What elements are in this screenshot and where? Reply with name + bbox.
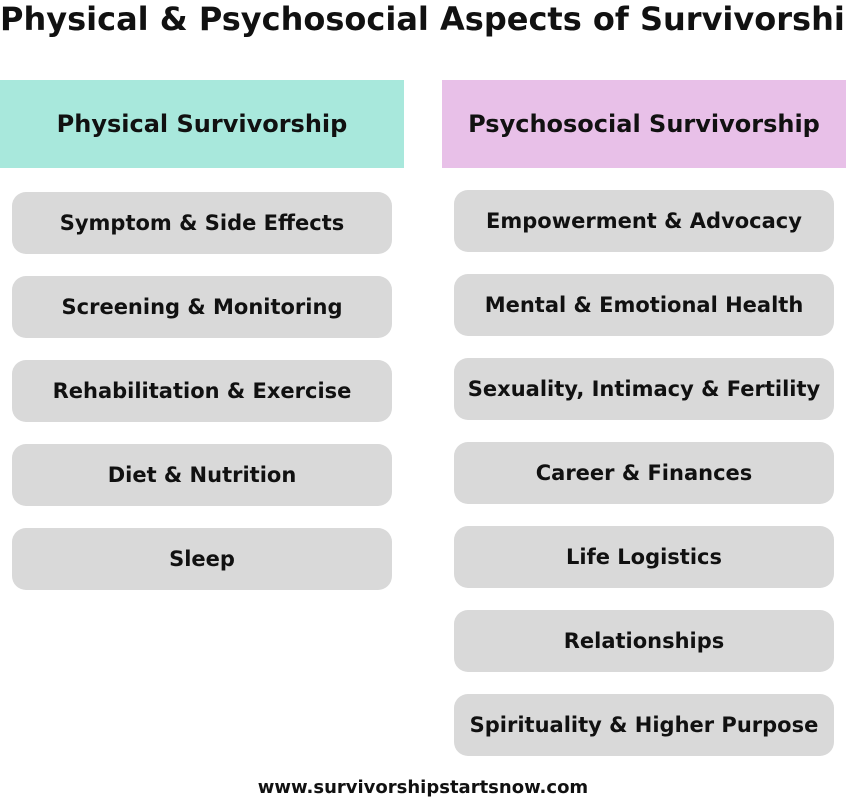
psychosocial-item-career: Career & Finances (454, 442, 834, 504)
physical-item-diet: Diet & Nutrition (12, 444, 392, 506)
footer-url: www.survivorshipstartsnow.com (257, 777, 589, 798)
psychosocial-item-relationships: Relationships (454, 610, 834, 672)
physical-survivorship-header: Physical Survivorship (0, 80, 404, 168)
physical-item-sleep: Sleep (12, 528, 392, 590)
diagram-title: Physical & Psychosocial Aspects of Survi… (0, 0, 846, 38)
psychosocial-item-spirituality: Spirituality & Higher Purpose (454, 694, 834, 756)
physical-item-label: Sleep (169, 547, 235, 571)
psychosocial-item-sexuality: Sexuality, Intimacy & Fertility (454, 358, 834, 420)
psychosocial-item-label: Spirituality & Higher Purpose (469, 713, 819, 737)
psychosocial-header-label: Psychosocial Survivorship (468, 110, 820, 138)
psychosocial-item-label: Empowerment & Advocacy (486, 209, 802, 233)
physical-item-rehabilitation: Rehabilitation & Exercise (12, 360, 392, 422)
psychosocial-item-label: Sexuality, Intimacy & Fertility (467, 377, 821, 401)
psychosocial-item-mental-health: Mental & Emotional Health (454, 274, 834, 336)
physical-item-screening: Screening & Monitoring (12, 276, 392, 338)
psychosocial-item-label: Career & Finances (535, 461, 753, 485)
physical-item-label: Screening & Monitoring (61, 295, 343, 319)
physical-item-label: Diet & Nutrition (107, 463, 297, 487)
psychosocial-item-life-logistics: Life Logistics (454, 526, 834, 588)
physical-item-label: Symptom & Side Effects (59, 211, 345, 235)
psychosocial-survivorship-header: Psychosocial Survivorship (442, 80, 846, 168)
psychosocial-item-label: Life Logistics (566, 545, 722, 569)
physical-item-symptoms: Symptom & Side Effects (12, 192, 392, 254)
physical-item-label: Rehabilitation & Exercise (52, 379, 352, 403)
psychosocial-item-empowerment: Empowerment & Advocacy (454, 190, 834, 252)
physical-header-label: Physical Survivorship (56, 110, 348, 138)
psychosocial-item-label: Mental & Emotional Health (484, 293, 804, 317)
psychosocial-item-label: Relationships (563, 629, 725, 653)
